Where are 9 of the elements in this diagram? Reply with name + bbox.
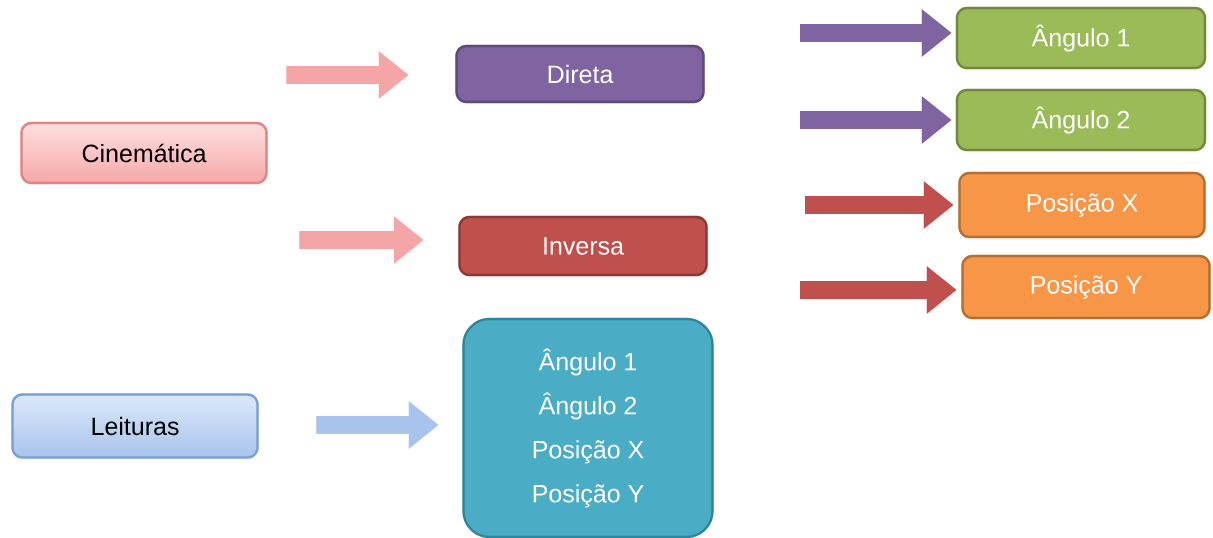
process-box: Posição Y bbox=[961, 254, 1211, 320]
process-box: Cinemática bbox=[20, 121, 268, 185]
process-box: Inversa bbox=[458, 215, 708, 277]
process-box: Posição X bbox=[958, 171, 1206, 239]
process-box: Direta bbox=[455, 44, 705, 104]
process-box: Ângulo 1 bbox=[955, 6, 1207, 70]
process-box: Ângulo 2 bbox=[955, 88, 1207, 152]
process-box: Leituras bbox=[11, 393, 259, 459]
process-box: Ângulo 1 Ângulo 2 Posição X Posição Y bbox=[462, 317, 714, 538]
